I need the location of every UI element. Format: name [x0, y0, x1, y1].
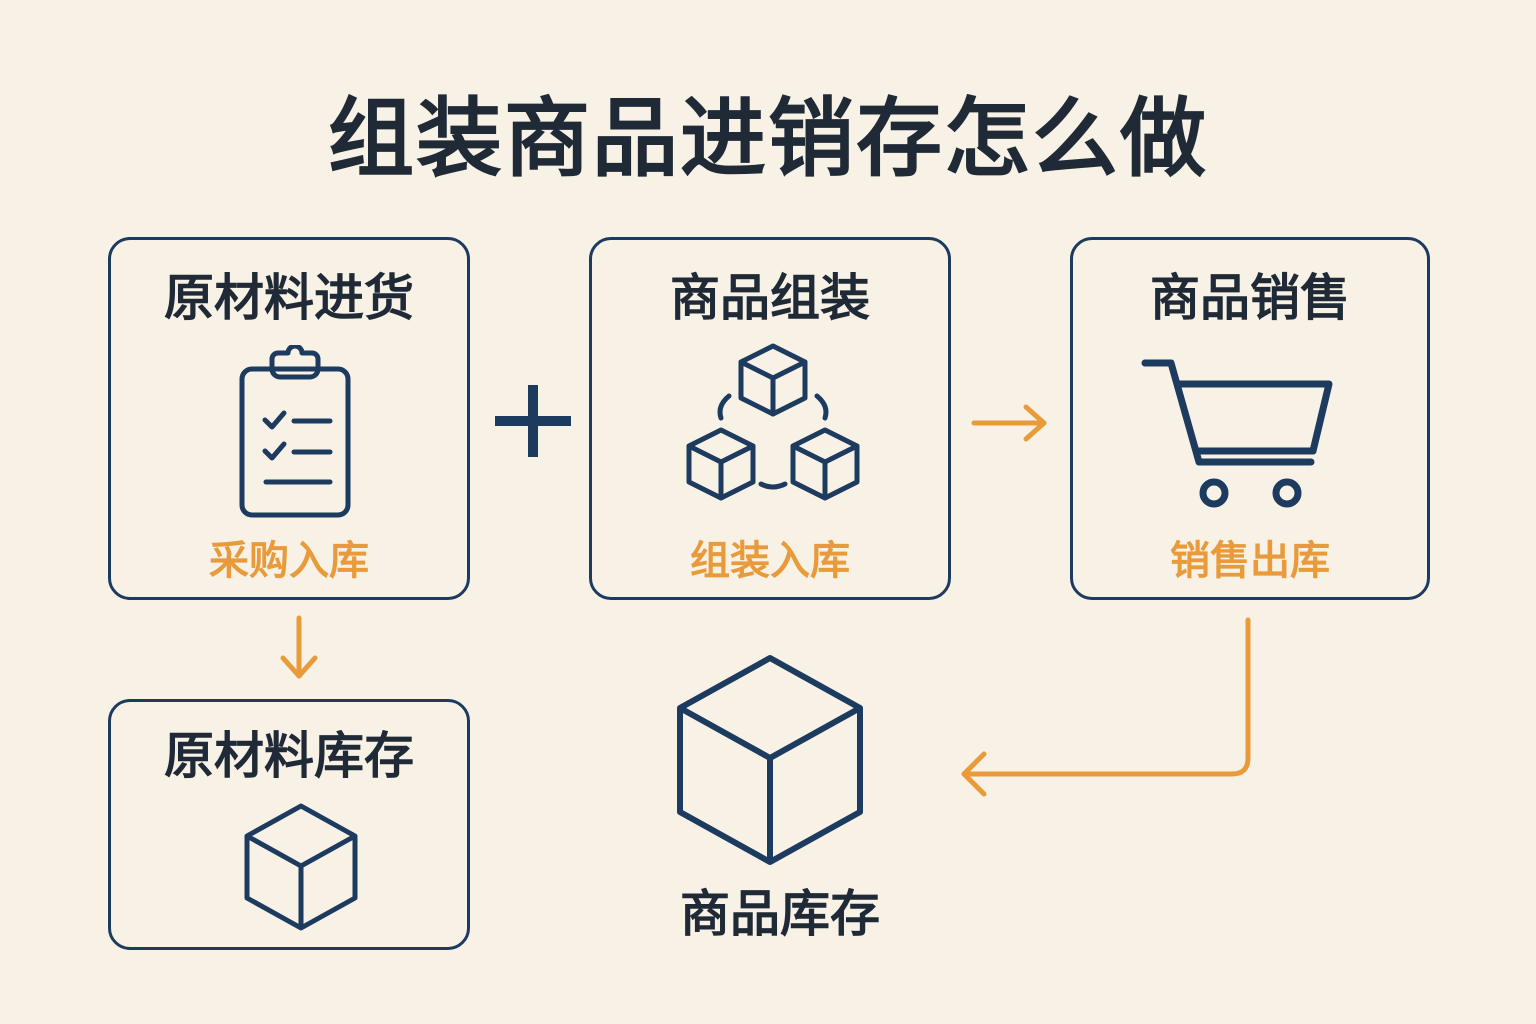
card-title-sales: 商品销售 — [1150, 269, 1350, 327]
card-title-assembly: 商品组装 — [670, 269, 870, 327]
card-raw-material-inventory: 原材料库存 — [108, 699, 470, 950]
card-action-purchase: 采购入库 — [209, 538, 369, 584]
card-product-assembly: 商品组装 组装入库 — [589, 237, 951, 600]
card-action-sales: 销售出库 — [1170, 538, 1330, 584]
card-product-sales: 商品销售 销售出库 — [1070, 237, 1430, 600]
cube-icon — [244, 803, 358, 931]
large-cube-icon — [677, 655, 863, 865]
product-inventory-label: 商品库存 — [680, 885, 880, 943]
shopping-cart-icon — [1141, 359, 1333, 508]
plus-icon — [495, 385, 571, 457]
card-title-purchase: 原材料进货 — [164, 269, 414, 327]
arrow-down-icon — [280, 615, 318, 679]
assembly-cubes-icon — [686, 343, 860, 501]
clipboard-checklist-icon — [239, 345, 351, 518]
arrow-right-icon — [971, 404, 1047, 442]
card-title-raw-inventory: 原材料库存 — [164, 727, 414, 785]
card-action-assembly: 组装入库 — [690, 538, 850, 584]
page-title: 组装商品进销存怎么做 — [328, 89, 1208, 189]
arrow-return-icon — [961, 617, 1251, 797]
card-raw-material-purchase: 原材料进货 采购入库 — [108, 237, 470, 600]
